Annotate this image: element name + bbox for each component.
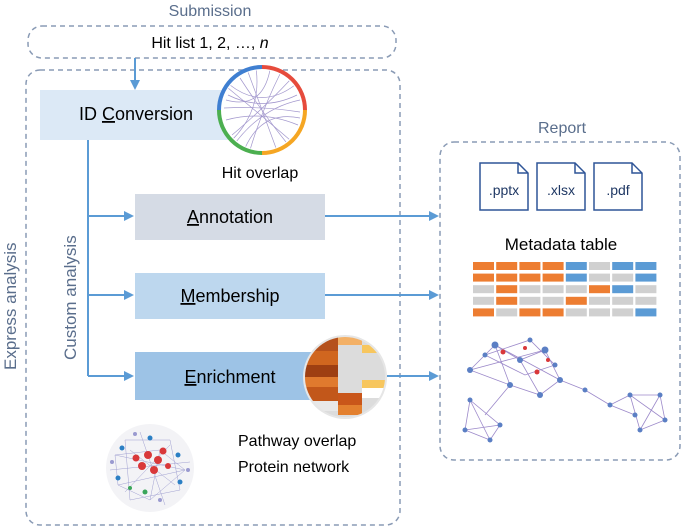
- pathway-overlap-heatmap: [303, 335, 387, 419]
- metadata-table-cell: [589, 308, 610, 317]
- metadata-table-cell: [496, 273, 518, 282]
- enrichment-box: [135, 352, 325, 400]
- protein-network-label: Protein network: [238, 459, 350, 476]
- metadata-table-cell: [473, 308, 494, 317]
- metadata-table-cell: [542, 285, 564, 294]
- pathway-overlap-label: Pathway overlap: [238, 433, 356, 450]
- metadata-table-cell: [635, 296, 657, 305]
- metadata-table-cell: [473, 273, 494, 282]
- metadata-table-cell: [612, 262, 634, 270]
- metadata-table-cell: [589, 273, 610, 282]
- metadata-table-cell: [542, 273, 564, 282]
- hit-list-label: Hit list 1, 2, …, n: [151, 35, 268, 52]
- metadata-table-cell: [496, 296, 518, 305]
- metadata-table-cell: [565, 285, 587, 294]
- metadata-table-cell: [496, 308, 518, 317]
- membership-label: Membership: [180, 286, 279, 306]
- metadata-table-cell: [565, 273, 587, 282]
- report-title: Report: [538, 120, 587, 137]
- metadata-table-cell: [519, 296, 541, 305]
- metadata-table-grid: [473, 262, 657, 317]
- metadata-table-label: Metadata table: [505, 235, 617, 254]
- metadata-table-cell: [612, 273, 634, 282]
- report-box: [439, 141, 681, 461]
- metadata-table-cell: [635, 308, 657, 317]
- submission-title: Submission: [169, 3, 252, 20]
- membership-box: [135, 273, 325, 319]
- metadata-table-cell: [612, 308, 634, 317]
- hit-overlap-circos: [217, 65, 307, 155]
- id-conversion-label: ID Conversion: [79, 104, 193, 124]
- metadata-table-cell: [496, 285, 518, 294]
- express-analysis-label: Express analysis: [1, 242, 20, 370]
- metadata-table-cell: [473, 262, 494, 270]
- metadata-table-cell: [542, 308, 564, 317]
- file-icon-xlsx: .xlsx: [536, 162, 586, 211]
- report-network-graphic: [462, 337, 668, 443]
- svg-text:.pptx: .pptx: [489, 182, 519, 198]
- metadata-table-cell: [612, 285, 634, 294]
- metadata-table-cell: [473, 285, 494, 294]
- svg-text:.xlsx: .xlsx: [547, 182, 575, 198]
- metadata-table-cell: [519, 262, 541, 270]
- metadata-table-cell: [612, 296, 634, 305]
- express-analysis-box: [25, 69, 401, 526]
- file-icon-pptx: .pptx: [479, 162, 529, 211]
- metadata-table-cell: [473, 296, 494, 305]
- annotation-label: Annotation: [187, 207, 273, 227]
- svg-text:.pdf: .pdf: [606, 182, 629, 198]
- metadata-table-cell: [496, 262, 518, 270]
- metadata-table-cell: [565, 262, 587, 270]
- metadata-table-cell: [565, 308, 587, 317]
- metadata-table-cell: [542, 296, 564, 305]
- metadata-table-cell: [589, 296, 610, 305]
- hit-overlap-label: Hit overlap: [222, 165, 299, 182]
- metadata-table-cell: [519, 308, 541, 317]
- protein-network-graphic: [106, 424, 194, 512]
- id-conversion-box: [40, 90, 236, 140]
- metadata-table-cell: [589, 262, 610, 270]
- metadata-table-cell: [635, 285, 657, 294]
- metadata-table-cell: [635, 273, 657, 282]
- submission-box: [27, 25, 397, 59]
- annotation-box: [135, 194, 325, 240]
- file-icon-pdf: .pdf: [593, 162, 643, 211]
- metadata-table-cell: [635, 262, 657, 270]
- metadata-table-cell: [519, 285, 541, 294]
- metadata-table-cell: [565, 296, 587, 305]
- custom-analysis-label: Custom analysis: [61, 235, 80, 360]
- metadata-table-cell: [542, 262, 564, 270]
- metadata-table-cell: [589, 285, 610, 294]
- enrichment-label: Enrichment: [184, 367, 275, 387]
- metadata-table-cell: [519, 273, 541, 282]
